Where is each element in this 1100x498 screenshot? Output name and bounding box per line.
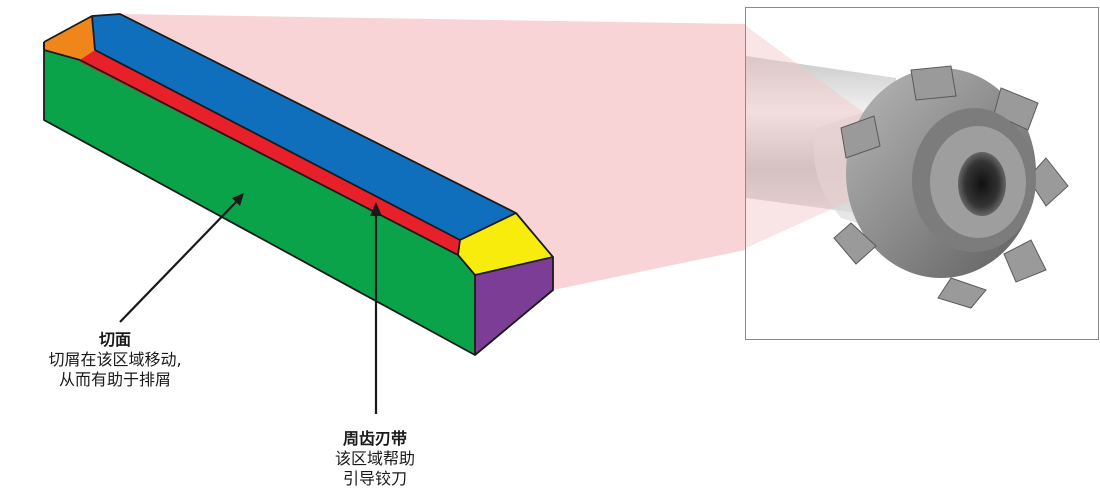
callout-margin-line1: 该区域帮助: [334, 449, 415, 468]
leader-arrow-margin: [370, 202, 382, 414]
callout-rake-face: 切面 切屑在该区域移动, 从而有助于排屑: [10, 330, 220, 390]
top-face: [92, 14, 516, 240]
callout-margin: 周齿刃带 该区域帮助 引导铰刀: [300, 429, 450, 489]
end-face: [475, 257, 553, 355]
callout-margin-line2: 引导铰刀: [342, 469, 407, 488]
reamer-tooth-icon: [43, 13, 554, 356]
reamer-icon: [746, 26, 1069, 309]
rake-face: [44, 50, 475, 355]
callout-margin-title: 周齿刃带: [342, 429, 407, 448]
reamer-image-frame: [745, 7, 1099, 340]
projection-cone: [120, 14, 745, 290]
back-chamfer: [44, 16, 95, 60]
margin-band: [80, 50, 460, 255]
callout-rake-line1: 切屑在该区域移动,: [48, 350, 182, 369]
callout-rake-title: 切面: [98, 330, 131, 349]
callout-rake-line2: 从而有助于排屑: [58, 370, 171, 389]
leader-arrow-rake: [119, 193, 244, 323]
front-chamfer: [458, 213, 553, 275]
